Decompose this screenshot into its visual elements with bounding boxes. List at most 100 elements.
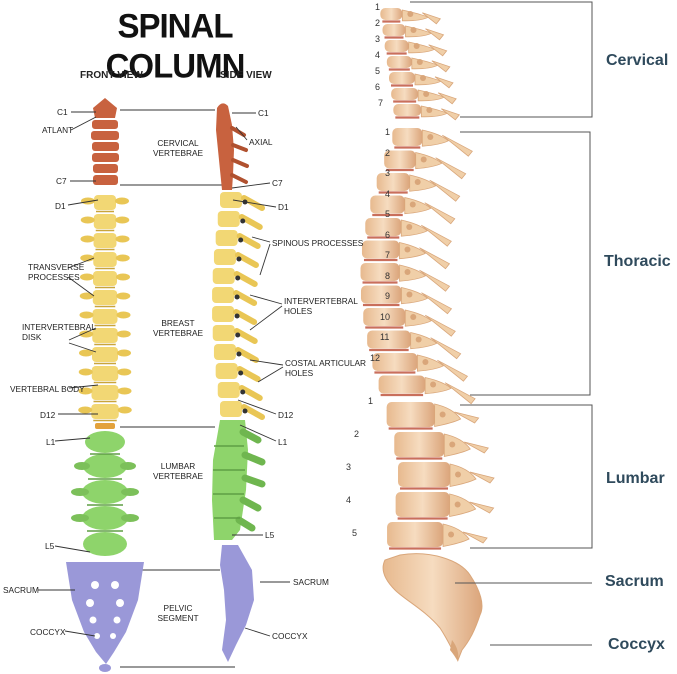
posterior-arch [411,333,437,349]
facet-joint [406,292,412,298]
posterior-arch [417,355,443,371]
label-axial: AXIAL [249,137,273,147]
front-transverse-process [80,312,94,319]
cervical-vertebra-number: 2 [375,18,380,28]
vertebral-body [380,8,402,20]
facet-joint [406,224,412,230]
posterior-arch [400,265,426,281]
vertebral-body [389,72,415,84]
label-breast-vertebrae: BREAST VERTEBRAE [148,318,208,338]
posterior-arch [402,10,428,21]
label-front-coccyx: COCCYX [30,627,66,637]
posterior-arch [443,524,469,547]
side-thoracic-vertebra [218,211,240,227]
side-view-label: SIDE VIEW [220,70,272,81]
vertebral-body [398,462,450,487]
facet-joint [415,179,421,185]
front-transverse-process [81,217,95,224]
front-thoracic-vertebra [93,290,118,305]
vertebral-body [383,24,406,36]
posterior-arch [421,106,447,117]
vertebral-body [387,402,435,427]
label-intervertebral-disk: INTERVERTEBRAL DISK [22,322,96,342]
region-label-thoracic: Thoracic [604,253,671,271]
front-transverse-process [116,293,130,300]
side-costal-hole [240,390,245,395]
label-transverse-processes: TRANSVERSE PROCESSES [28,262,84,282]
label-front-d12: D12 [40,410,55,420]
thoracic-vertebra-number: 1 [385,127,390,137]
posterior-arch [450,464,476,487]
side-thoracic-vertebra [216,363,238,379]
side-sacrum [220,545,254,662]
side-costal-hole [243,409,248,414]
thoracic-vertebra-number: 11 [380,332,389,342]
side-thoracic-vertebra [213,268,235,284]
spinous-process [437,360,467,381]
side-costal-hole [235,314,240,319]
posterior-arch [401,220,427,236]
side-thoracic-vertebra [214,249,236,265]
vertebral-body [387,522,443,547]
label-front-l1: L1 [46,437,55,447]
side-thoracic-vertebra [218,382,240,398]
label-side-d1: D1 [278,202,289,212]
side-costal-hole [235,276,240,281]
side-thoracic-vertebra [216,230,238,246]
label-vertebral-body: VERTEBRAL BODY [10,384,85,394]
label-intervertebral-holes: INTERVERTEBRAL HOLES [284,296,358,316]
front-thoracic-vertebra [93,309,118,324]
facet-joint [426,107,432,113]
front-thoracic-vertebra [92,328,118,343]
label-side-c7: C7 [272,178,283,188]
front-transverse-process [118,388,132,395]
label-costal-articular-holes: COSTAL ARTICULAR HOLES [285,358,366,378]
side-cervical-vertebrae [216,103,247,190]
vertebral-body [391,88,418,100]
front-lumbar-vertebrae [71,431,139,556]
side-costal-hole [236,257,241,262]
front-thoracic-vertebra [94,233,117,248]
spinous-process [421,293,451,314]
front-d12-marker [95,423,115,429]
vertebral-body [362,241,400,259]
side-thoracic-vertebra [212,287,234,303]
thoracic-vertebra-number: 6 [385,230,390,240]
label-side-l5: L5 [265,530,274,540]
posterior-arch [444,434,470,457]
posterior-arch [450,494,476,517]
spinous-process [425,203,455,224]
posterior-arch [416,153,442,169]
cervical-vertebra-number: 5 [375,66,380,76]
region-label-lumbar: Lumbar [606,470,665,488]
thoracic-vertebra-number: 7 [385,250,390,260]
posterior-arch [405,198,431,214]
front-transverse-process [81,236,95,243]
facet-joint [414,43,420,49]
side-thoracic-vertebra [220,401,242,417]
posterior-arch [435,404,461,427]
vertebral-body [396,492,450,517]
thoracic-vertebra-number: 9 [385,291,390,301]
label-front-c1: C1 [57,107,68,117]
vertebral-body [385,40,409,52]
facet-joint [422,359,428,365]
front-transverse-process [117,331,131,338]
front-transverse-process [116,274,130,281]
front-transverse-process [115,198,129,205]
vertebral-body [361,286,402,304]
front-thoracic-vertebra [92,366,119,381]
side-thoracic-vertebra [212,306,234,322]
region-label-coccyx: Coccyx [608,636,665,654]
facet-joint [410,314,416,320]
lumbar-vertebra-number: 2 [354,429,359,439]
front-thoracic-vertebrae [78,195,132,429]
front-thoracic-vertebra [93,252,117,267]
vertebral-body [394,432,444,457]
spinous-process [431,338,461,359]
label-side-c1: C1 [258,108,269,118]
facet-joint [410,202,416,208]
label-lumbar-vertebrae: LUMBAR VERTEBRAE [148,461,208,481]
cervical-vertebra-number: 3 [375,34,380,44]
spinous-process [420,270,450,291]
